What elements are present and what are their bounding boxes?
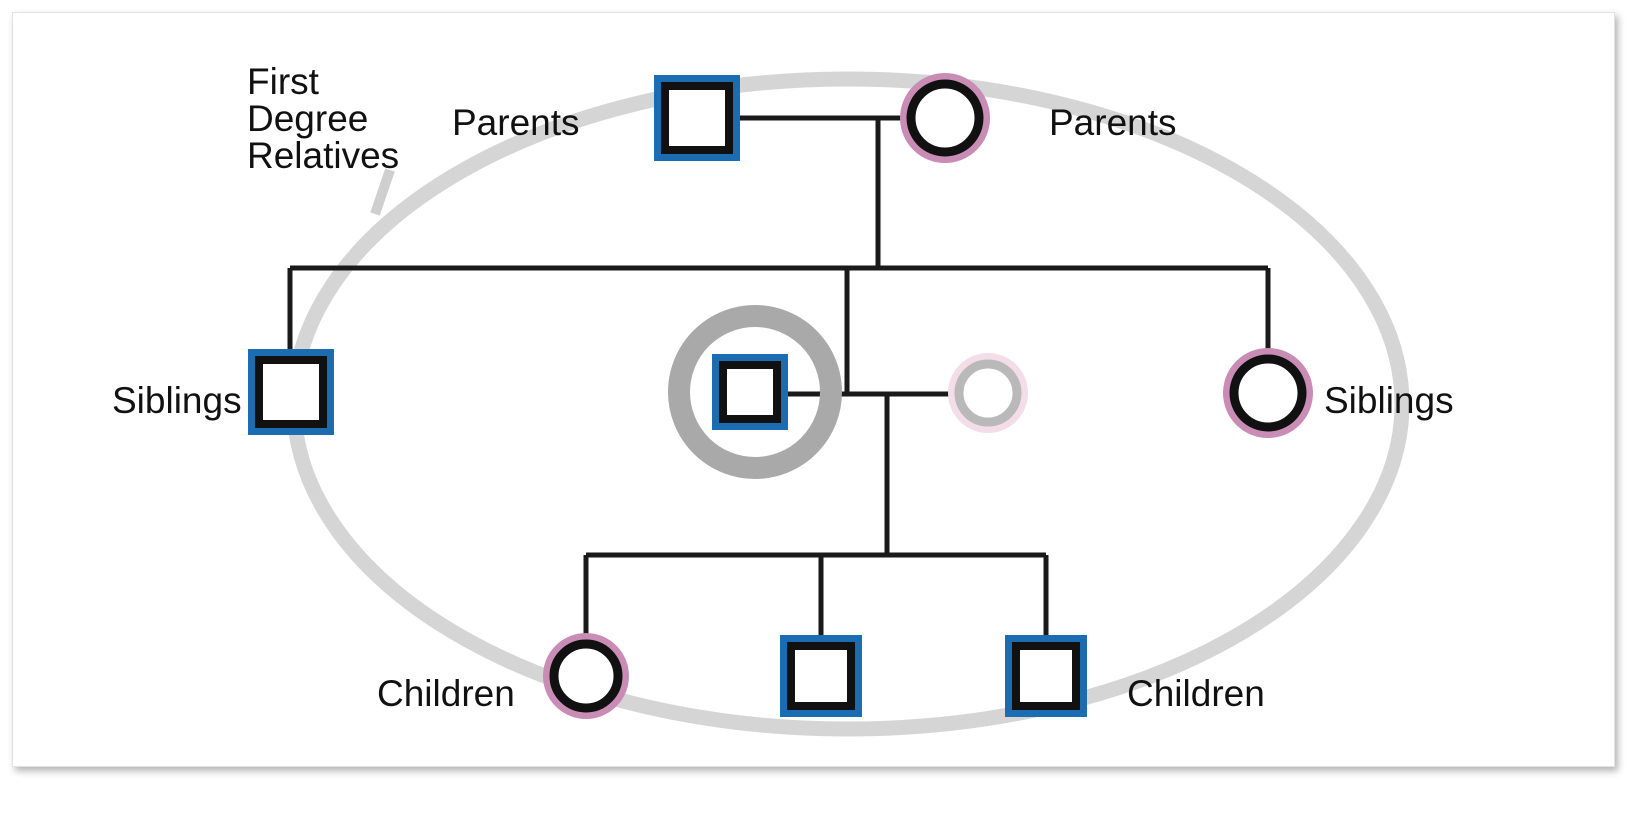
connector-lines [287,115,1271,644]
individual-symbols [248,73,1313,719]
symbol-halo-square-sibling-left [248,349,334,435]
label-siblings-left: Siblings [112,380,242,421]
symbol-halo-circle-mother [900,73,990,163]
symbol-halo-square-father [654,75,740,161]
label-parents-right: Parents [1049,102,1177,143]
symbol-outline-circle-child-1 [549,639,623,713]
label-children-left: Children [377,673,515,714]
proband-ring-circle [668,305,842,479]
first-degree-pointer-tick [370,168,395,216]
symbol-outline-circle-sibling-right [1229,354,1307,432]
symbol-halo-circle-child-1 [543,633,629,719]
symbol-outline-square-father [661,82,733,154]
symbol-halo-square-proband [712,354,788,430]
symbol-outline-square-child-3 [1012,642,1080,710]
individual-proband[interactable] [712,354,788,430]
symbol-halo-square-child-3 [1005,635,1087,717]
symbol-outline-circle-mother [906,79,984,157]
first-degree-pointer-line [370,168,395,216]
individual-mother[interactable] [900,73,990,163]
individual-child-3[interactable] [1005,635,1087,717]
symbol-outline-square-child-2 [787,642,855,710]
individual-sibling-left[interactable] [248,349,334,435]
label-siblings-right: Siblings [1324,380,1454,421]
symbol-outline-square-sibling-left [255,356,327,428]
individual-father[interactable] [654,75,740,161]
symbol-halo-square-child-2 [780,635,862,717]
individual-spouse[interactable] [948,353,1028,433]
symbol-halo-circle-sibling-right [1223,348,1313,438]
label-parents-left: Parents [452,102,580,143]
symbol-outline-square-proband [719,361,781,423]
individual-child-1[interactable] [543,633,629,719]
individual-child-2[interactable] [780,635,862,717]
label-first-degree-relatives: First Degree Relatives [247,61,400,176]
symbol-outline-circle-spouse [954,359,1022,427]
proband-highlight-ring-icon [668,305,842,479]
individual-sibling-right[interactable] [1223,348,1313,438]
symbol-halo-circle-spouse [948,353,1028,433]
label-children-right: Children [1127,673,1265,714]
